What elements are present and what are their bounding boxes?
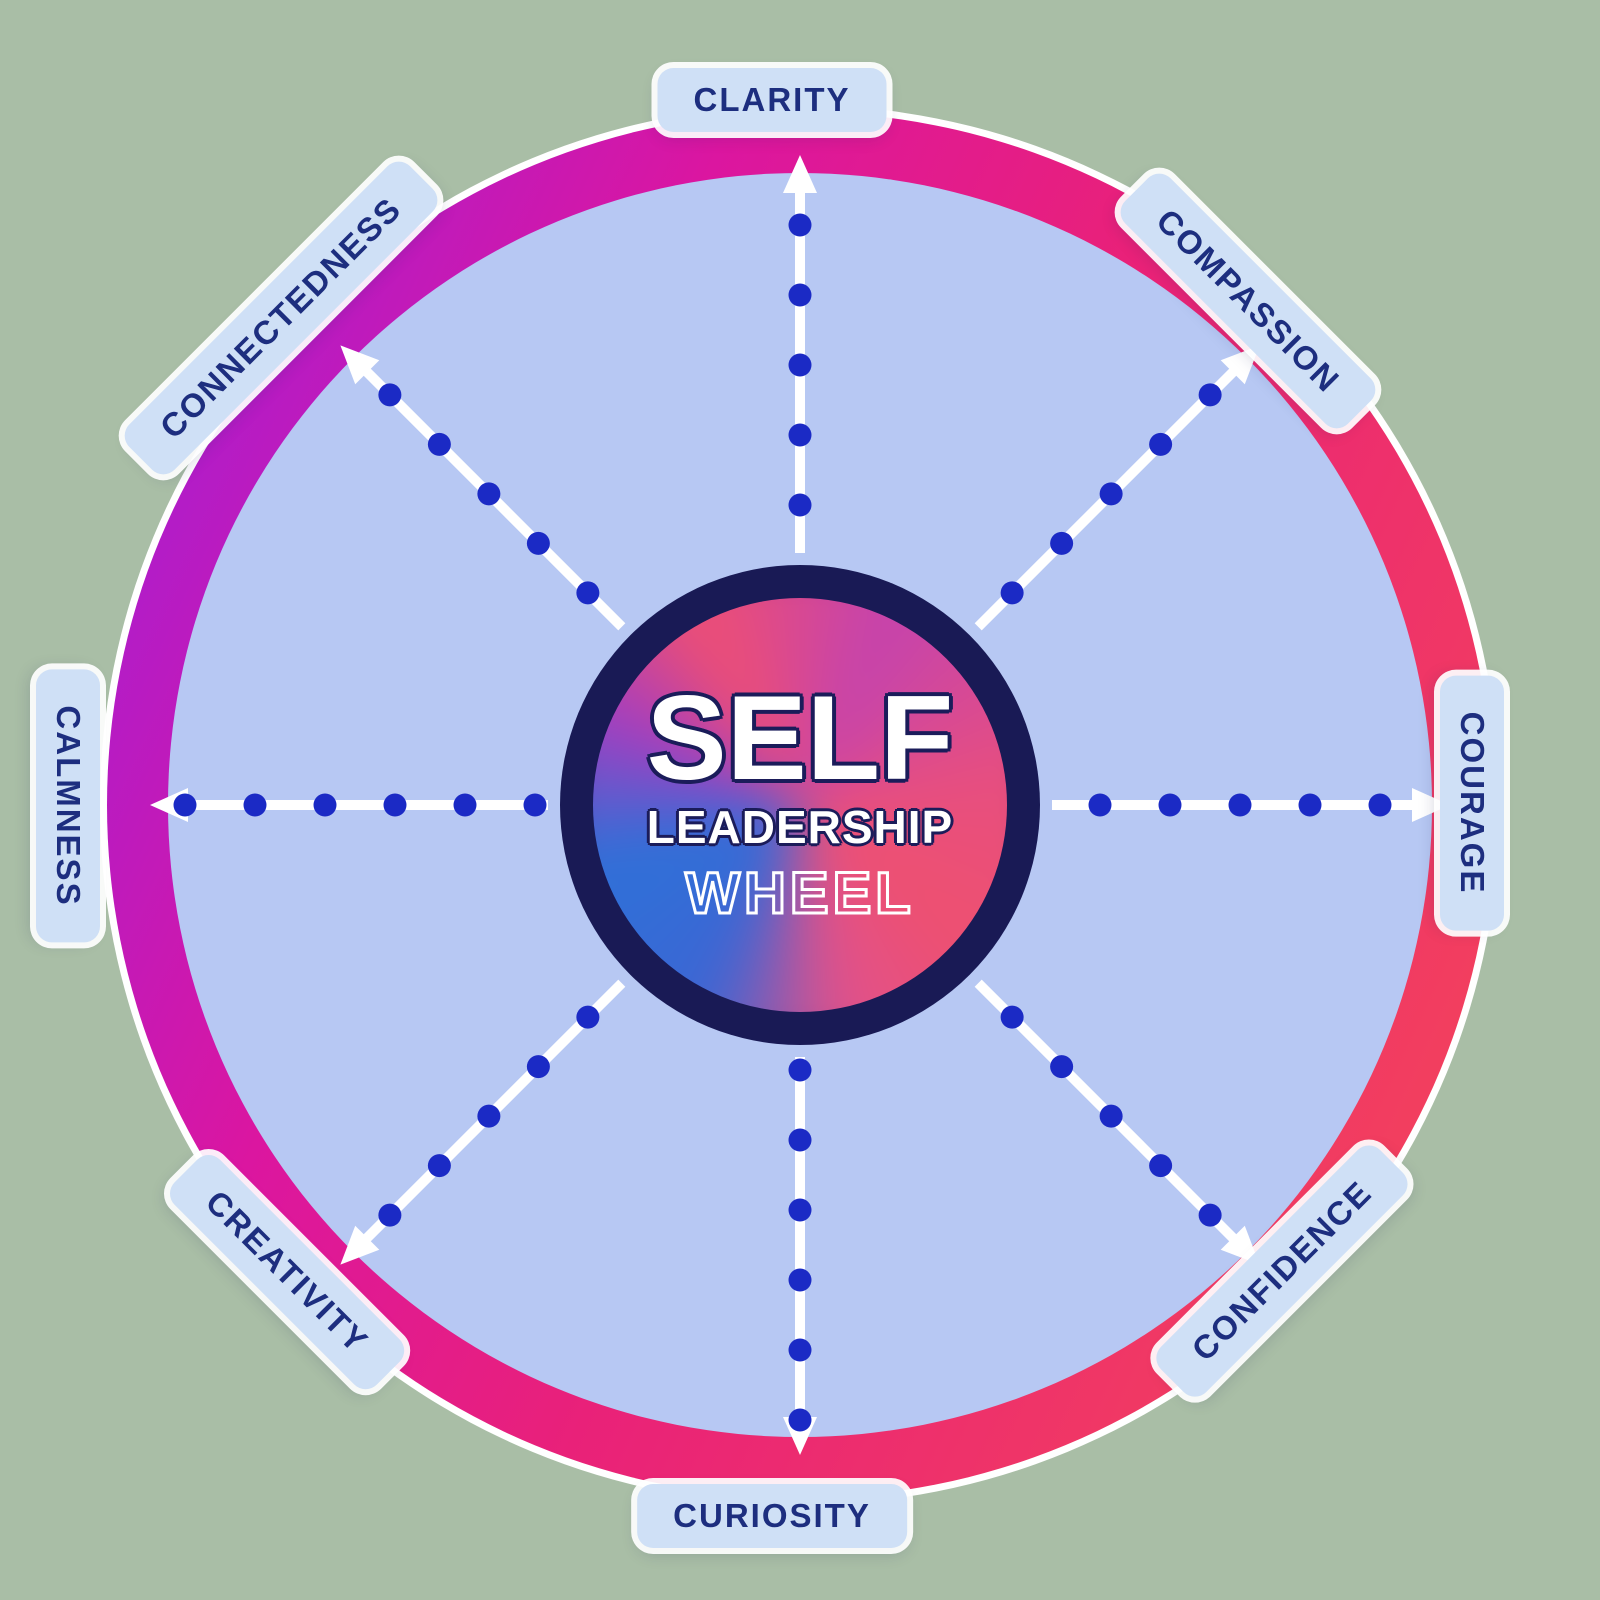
rating-dot-connectedness — [427, 432, 451, 456]
center-title-line2: LEADERSHIP — [646, 800, 954, 853]
arrowhead-clarity — [783, 155, 817, 193]
rating-dot-compassion — [1099, 482, 1123, 506]
rating-dot-creativity — [477, 1104, 501, 1128]
rating-dot-courage — [1088, 793, 1112, 817]
center-title-line1: SELF — [646, 671, 954, 806]
spokes-group — [150, 155, 1450, 1455]
rating-dot-courage — [1298, 793, 1322, 817]
rating-dot-curiosity — [788, 1198, 812, 1222]
rating-dot-curiosity — [788, 1338, 812, 1362]
arrowhead-confidence — [1220, 1225, 1260, 1265]
rating-dot-connectedness — [378, 383, 402, 407]
rating-dot-curiosity — [788, 1268, 812, 1292]
rating-dot-clarity — [788, 423, 812, 447]
rating-dot-courage — [1158, 793, 1182, 817]
rating-dot-clarity — [788, 353, 812, 377]
rating-dot-calmness — [243, 793, 267, 817]
rating-dot-calmness — [453, 793, 477, 817]
rating-dot-confidence — [1099, 1104, 1123, 1128]
rating-dot-compassion — [1198, 383, 1222, 407]
center-gradient — [593, 598, 1007, 1012]
rating-dot-compassion — [1149, 432, 1173, 456]
rating-dot-connectedness — [477, 482, 501, 506]
rating-dot-creativity — [378, 1203, 402, 1227]
arrowhead-connectedness — [340, 345, 380, 385]
center-title-line3: WHEEL — [684, 859, 915, 927]
arrowhead-creativity — [340, 1225, 380, 1265]
rating-dot-curiosity — [788, 1408, 812, 1432]
rating-dot-confidence — [1149, 1154, 1173, 1178]
rating-dot-confidence — [1198, 1203, 1222, 1227]
label-courage: COURAGE — [1440, 675, 1504, 931]
rating-dot-calmness — [173, 793, 197, 817]
label-calmness: CALMNESS — [36, 669, 100, 943]
rating-dot-confidence — [1050, 1055, 1074, 1079]
arrowhead-compassion — [1220, 345, 1260, 385]
rating-dot-connectedness — [526, 531, 550, 555]
rating-dot-compassion — [1050, 531, 1074, 555]
rating-dot-curiosity — [788, 1058, 812, 1082]
rating-dot-courage — [1228, 793, 1252, 817]
center-badge: SELF LEADERSHIP WHEEL — [560, 565, 1040, 1045]
rating-dot-calmness — [383, 793, 407, 817]
rating-dot-calmness — [523, 793, 547, 817]
rating-dot-calmness — [313, 793, 337, 817]
rating-dot-clarity — [788, 493, 812, 517]
label-clarity: CLARITY — [657, 68, 887, 132]
arrowhead-courage — [1412, 788, 1450, 822]
label-curiosity: CURIOSITY — [637, 1484, 907, 1548]
center-title: SELF LEADERSHIP WHEEL — [560, 565, 1040, 1045]
rating-dot-creativity — [427, 1154, 451, 1178]
rating-dot-courage — [1368, 793, 1392, 817]
rating-dot-curiosity — [788, 1128, 812, 1152]
rating-dot-clarity — [788, 213, 812, 237]
rating-dot-creativity — [526, 1055, 550, 1079]
rating-dot-clarity — [788, 283, 812, 307]
